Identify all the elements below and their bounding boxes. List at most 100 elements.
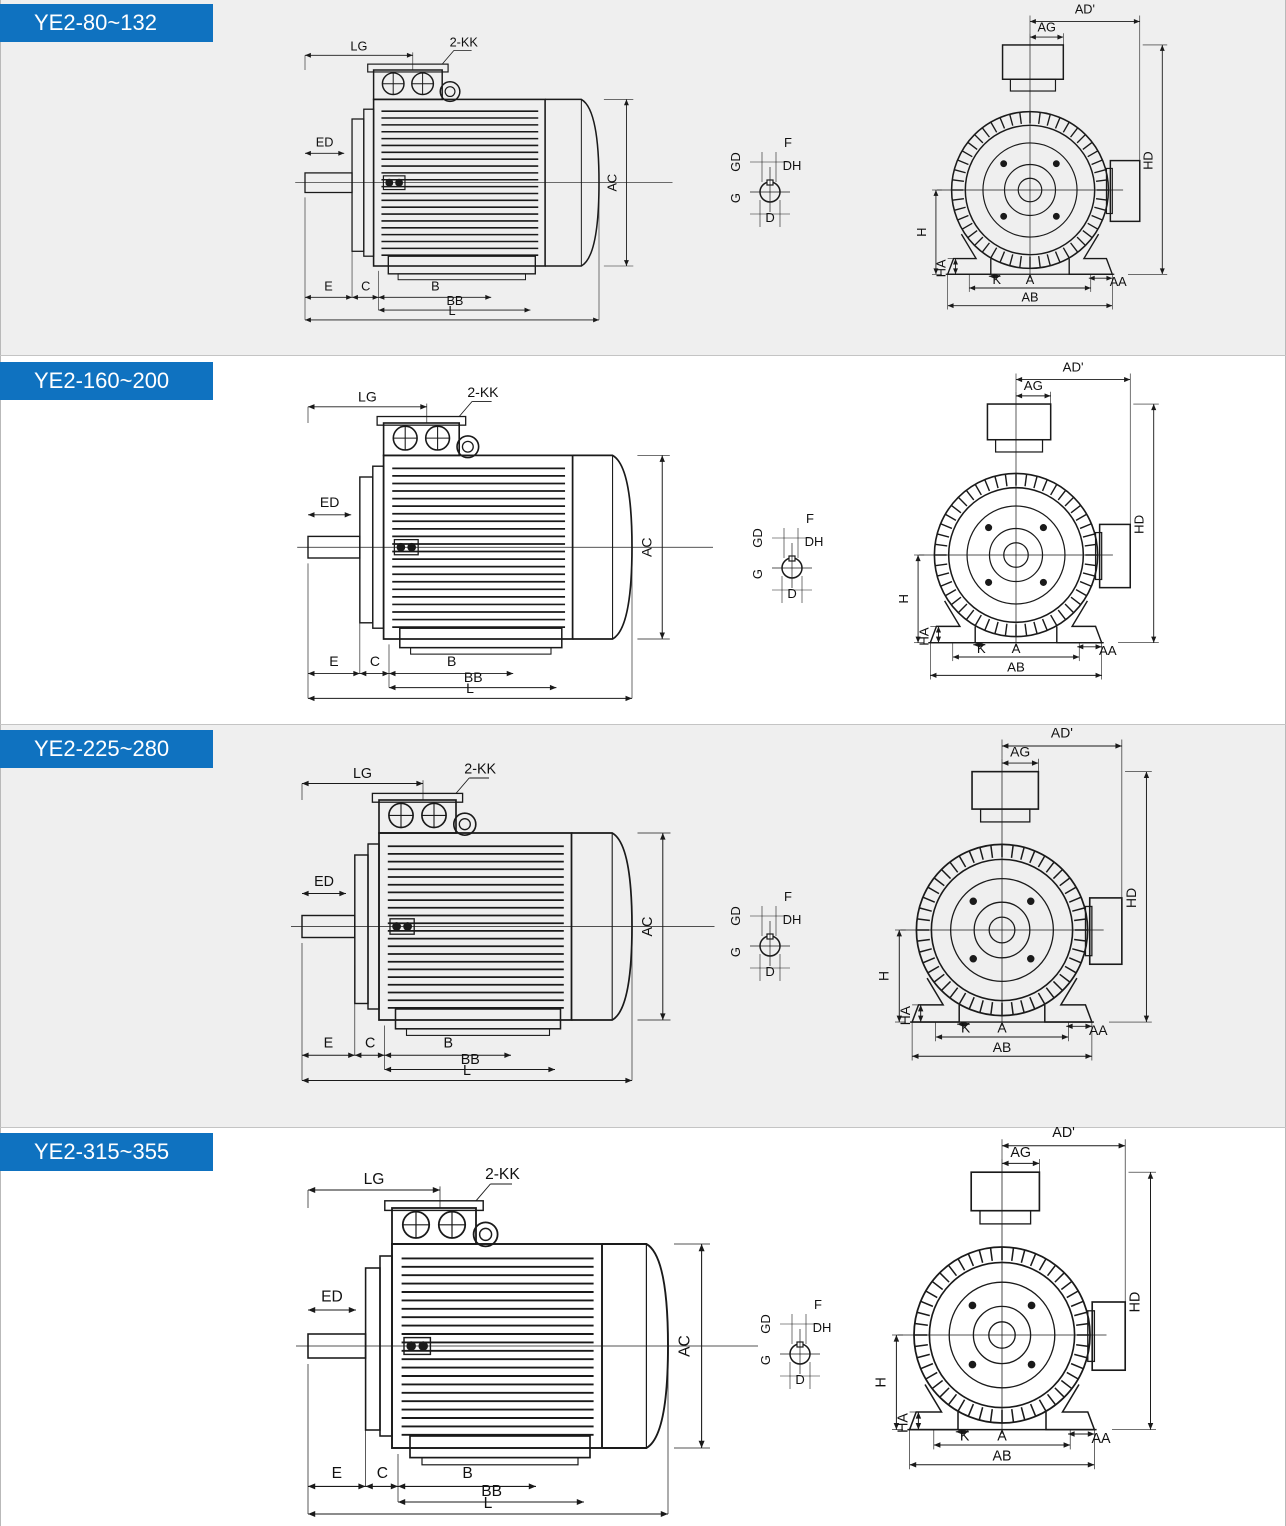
f-label: F — [806, 511, 814, 526]
e-label: E — [332, 1465, 342, 1482]
f-label: F — [784, 889, 792, 904]
ha-label: HA — [897, 1005, 913, 1025]
b-label: B — [462, 1465, 472, 1482]
ag-label: AG — [1024, 378, 1043, 393]
section-divider — [0, 1127, 1286, 1128]
ab-label: AB — [1007, 659, 1025, 674]
bb-label: BB — [481, 1483, 502, 1500]
e-label: E — [324, 1036, 334, 1052]
section-band-3 — [0, 725, 1286, 1127]
ac-label: AC — [605, 174, 620, 192]
hd-label: HD — [1128, 1292, 1144, 1313]
hd-label: HD — [1141, 151, 1156, 169]
dh-label: DH — [783, 912, 802, 927]
ed-label: ED — [320, 494, 340, 510]
h-label: H — [896, 594, 911, 604]
g-label: G — [728, 193, 743, 203]
a-label: A — [1026, 272, 1035, 287]
ed-label: ED — [321, 1289, 343, 1306]
dh-label: DH — [783, 158, 802, 173]
k-label: K — [977, 641, 986, 656]
g-label: G — [728, 947, 743, 957]
ad-label: AD' — [1052, 1125, 1075, 1141]
gd-label: GD — [728, 906, 743, 926]
ab-label: AB — [992, 1448, 1011, 1464]
ha-label: HA — [916, 627, 931, 646]
h-label: H — [876, 971, 892, 981]
aa-label: AA — [1099, 643, 1117, 658]
ag-label: AG — [1037, 19, 1055, 34]
lg-label: LG — [358, 388, 377, 404]
b-label: B — [444, 1036, 454, 1052]
h-label: H — [914, 228, 929, 237]
bb-label: BB — [461, 1052, 480, 1068]
c-label: C — [370, 653, 380, 669]
a-label: A — [1012, 641, 1021, 656]
ac-label: AC — [677, 1335, 694, 1357]
h-label: H — [873, 1377, 889, 1387]
kk-label: 2-KK — [485, 1166, 520, 1183]
ed-label: ED — [314, 874, 334, 890]
section-title-tag: YE2-80~132 — [0, 4, 213, 42]
l-label: L — [484, 1495, 493, 1512]
l-label: L — [463, 1063, 471, 1079]
a-label: A — [997, 1020, 1007, 1036]
section-divider — [0, 724, 1286, 725]
k-label: K — [992, 272, 1001, 287]
bb-label: BB — [446, 293, 463, 308]
k-label: K — [961, 1020, 971, 1036]
gd-label: GD — [758, 1314, 773, 1334]
section-band-2 — [0, 356, 1286, 724]
lg-label: LG — [350, 38, 367, 53]
ad-label: AD' — [1063, 359, 1084, 374]
l-label: L — [466, 680, 474, 696]
b-label: B — [447, 653, 456, 669]
e-label: E — [329, 653, 338, 669]
kk-label: 2-KK — [450, 34, 479, 49]
hd-label: HD — [1132, 515, 1147, 534]
section-title-tag: YE2-160~200 — [0, 362, 213, 400]
c-label: C — [377, 1465, 388, 1482]
ab-label: AB — [1022, 290, 1039, 305]
d-label: D — [795, 1372, 804, 1387]
e-label: E — [324, 279, 333, 294]
dh-label: DH — [813, 1320, 832, 1335]
ab-label: AB — [993, 1039, 1012, 1055]
lg-label: LG — [353, 766, 372, 782]
g-label: G — [758, 1355, 773, 1365]
section-divider — [0, 355, 1286, 356]
section-band-4 — [0, 1128, 1286, 1526]
kk-label: 2-KK — [467, 384, 499, 400]
l-label: L — [448, 303, 455, 318]
gd-label: GD — [750, 528, 765, 548]
aa-label: AA — [1089, 1022, 1108, 1038]
section-title-tag: YE2-225~280 — [0, 730, 213, 768]
b-label: B — [431, 279, 440, 294]
c-label: C — [361, 279, 370, 294]
d-label: D — [765, 964, 774, 979]
ha-label: HA — [895, 1413, 911, 1433]
ed-label: ED — [316, 134, 334, 149]
c-label: C — [365, 1036, 375, 1052]
ac-label: AC — [638, 537, 654, 557]
dh-label: DH — [805, 534, 824, 549]
front-view-2: H HA HD AD' AG A AB K AA — [896, 359, 1159, 680]
g-label: G — [750, 569, 765, 579]
ad-label: AD' — [1075, 2, 1095, 17]
f-label: F — [784, 135, 792, 150]
section-title-tag: YE2-315~355 — [0, 1133, 213, 1171]
aa-label: AA — [1110, 274, 1127, 289]
